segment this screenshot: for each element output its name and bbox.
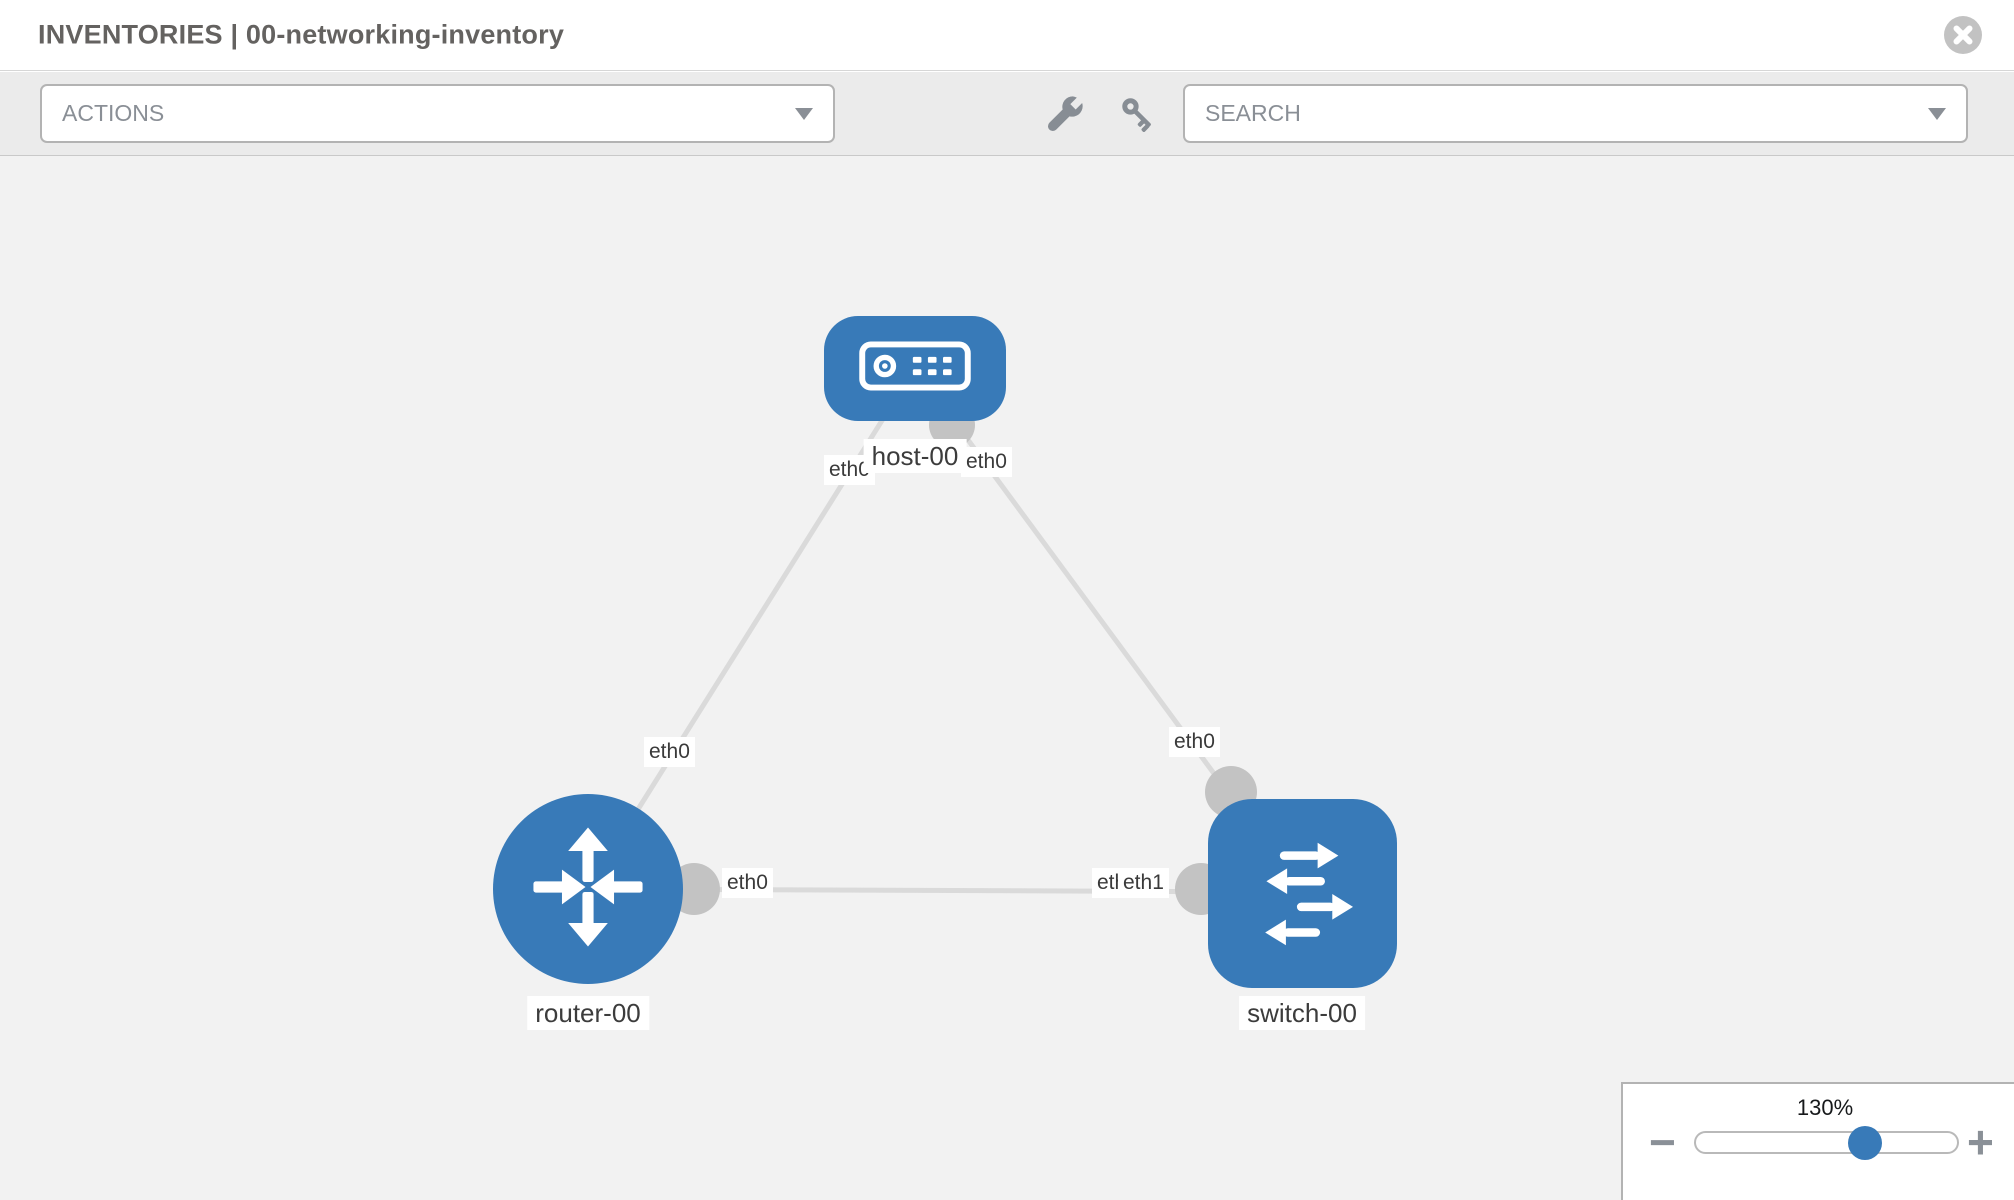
toolbar: ACTIONS SEARCH: [0, 72, 2014, 156]
zoom-out-button[interactable]: −: [1649, 1116, 1676, 1168]
search-dropdown-label: SEARCH: [1205, 100, 1301, 126]
close-icon[interactable]: [1944, 16, 1982, 54]
iface-label: eth0: [1169, 727, 1220, 757]
page-title: INVENTORIES | 00-networking-inventory: [38, 19, 565, 50]
switch-icon: [1242, 830, 1364, 957]
actions-dropdown-label: ACTIONS: [62, 100, 165, 126]
zoom-slider-track[interactable]: [1694, 1131, 1959, 1154]
search-dropdown[interactable]: SEARCH: [1183, 84, 1968, 143]
iface-label: eth0: [644, 737, 695, 767]
zoom-slider-handle[interactable]: [1848, 1126, 1882, 1160]
topology-edges-layer: [585, 366, 1305, 915]
node-router-00[interactable]: [493, 794, 683, 984]
node-label-switch-00: switch-00: [1239, 996, 1365, 1030]
server-icon: [859, 341, 971, 396]
wrench-icon[interactable]: [1048, 94, 1088, 134]
router-icon: [526, 825, 650, 954]
node-host-00[interactable]: [824, 316, 1006, 421]
iface-label: eth1: [1118, 868, 1169, 898]
actions-dropdown[interactable]: ACTIONS: [40, 84, 835, 143]
node-label-router-00: router-00: [527, 996, 649, 1030]
node-label-host-00: host-00: [863, 439, 967, 473]
zoom-in-button[interactable]: +: [1967, 1116, 1994, 1168]
iface-label: eth0: [961, 447, 1012, 477]
caret-down-icon: [795, 107, 813, 120]
key-icon[interactable]: [1118, 94, 1158, 134]
header-bar: INVENTORIES | 00-networking-inventory: [0, 0, 2014, 71]
caret-down-icon: [1928, 107, 1946, 120]
iface-label: eth0: [722, 868, 773, 898]
topology-canvas[interactable]: eth0 eth0 eth0 eth0 eth0 eth0 eth1: [0, 156, 2014, 1200]
link-host-router[interactable]: [585, 366, 918, 891]
zoom-level-value: 130%: [1796, 1095, 1854, 1120]
switch-icon-node[interactable]: [1208, 799, 1397, 988]
zoom-control-panel: 130% − +: [1621, 1082, 2014, 1200]
